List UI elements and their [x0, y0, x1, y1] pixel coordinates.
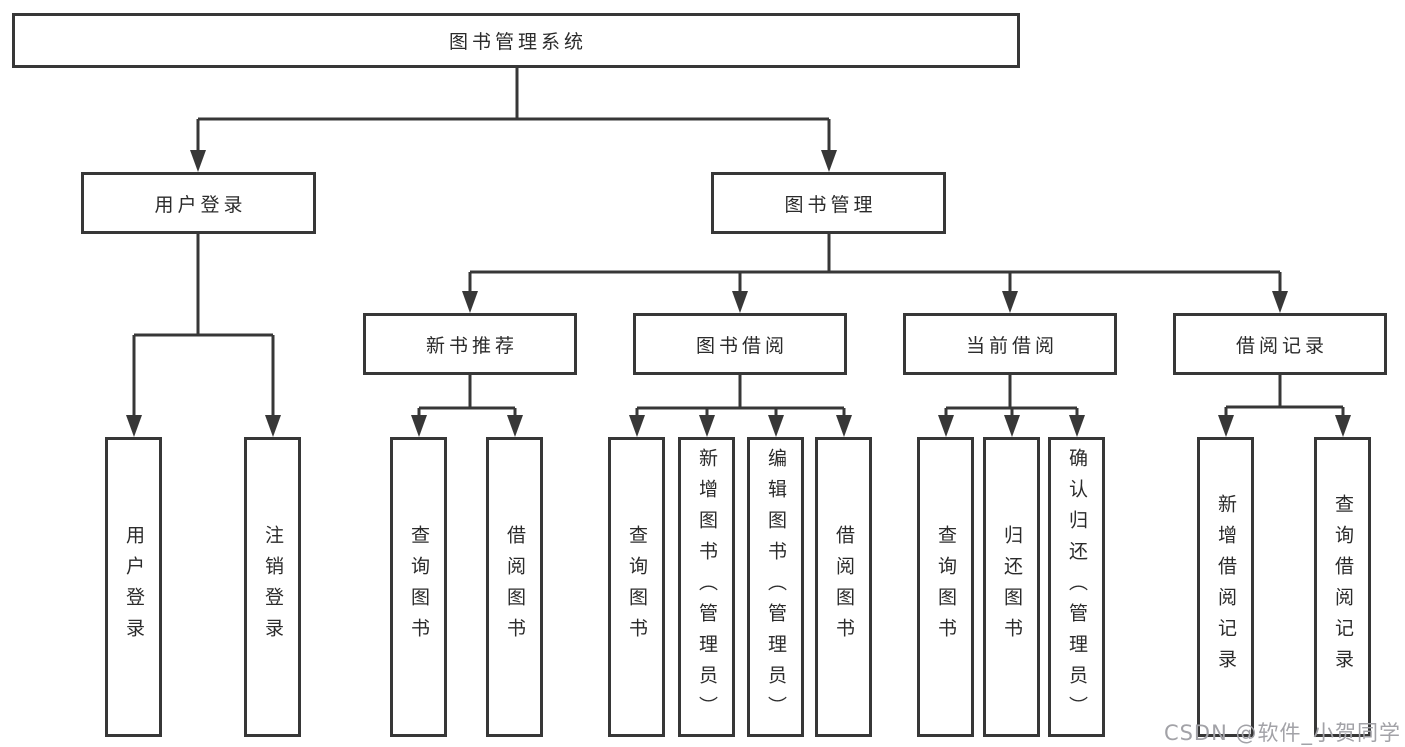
leaf-user-login: 用户登录	[105, 437, 162, 737]
leaf-borrow-books-borrowing: 借阅图书	[815, 437, 872, 737]
leaf-borrow-books-borrowing-label: 借阅图书	[833, 525, 855, 649]
leaf-borrow-books-recommend: 借阅图书	[486, 437, 543, 737]
node-book-management: 图书管理	[711, 172, 946, 234]
connector-newbook-to-leaves	[417, 375, 517, 419]
leaf-query-books-current: 查询图书	[917, 437, 974, 737]
leaf-query-borrow-record-label: 查询借阅记录	[1332, 494, 1354, 680]
node-user-login-label: 用户登录	[154, 193, 247, 216]
node-current-borrowing-label: 当前借阅	[965, 334, 1058, 357]
node-new-book-recommend: 新书推荐	[363, 313, 577, 375]
leaf-query-books-recommend-label: 查询图书	[408, 525, 430, 649]
leaf-confirm-return-admin-label: 确认归还（管理员）	[1066, 447, 1088, 727]
csdn-watermark: CSDN @软件_小贺同学	[1163, 721, 1401, 745]
node-book-borrowing-label: 图书借阅	[695, 334, 788, 357]
leaf-edit-book-admin: 编辑图书（管理员）	[747, 437, 804, 737]
connector-root-to-level2	[196, 68, 831, 154]
connector-records-to-leaves	[1224, 375, 1345, 419]
leaf-logout: 注销登录	[244, 437, 301, 737]
connector-bookmgmt-to-level3	[468, 234, 1282, 295]
leaf-query-books-borrowing-label: 查询图书	[626, 525, 648, 649]
node-root: 图书管理系统	[12, 13, 1020, 68]
leaf-add-book-admin-label: 新增图书（管理员）	[696, 447, 718, 727]
leaf-return-books: 归还图书	[983, 437, 1040, 737]
connector-userlogin-to-leaves	[132, 234, 275, 419]
arrowheads	[126, 150, 1351, 437]
leaf-borrow-books-recommend-label: 借阅图书	[504, 525, 526, 649]
node-root-label: 图书管理系统	[448, 31, 587, 53]
node-user-login: 用户登录	[81, 172, 316, 234]
node-borrowing-records: 借阅记录	[1173, 313, 1387, 375]
leaf-query-borrow-record: 查询借阅记录	[1314, 437, 1371, 737]
leaf-edit-book-admin-label: 编辑图书（管理员）	[765, 447, 787, 727]
connector-currentborrow-to-leaves	[944, 375, 1079, 419]
leaf-add-borrow-record-label: 新增借阅记录	[1215, 494, 1237, 680]
leaf-query-books-current-label: 查询图书	[935, 525, 957, 649]
connector-bookborrow-to-leaves	[635, 375, 846, 419]
leaf-query-books-recommend: 查询图书	[390, 437, 447, 737]
leaf-add-book-admin: 新增图书（管理员）	[678, 437, 735, 737]
node-current-borrowing: 当前借阅	[903, 313, 1117, 375]
leaf-user-login-label: 用户登录	[123, 525, 145, 649]
node-book-management-label: 图书管理	[784, 193, 877, 216]
leaf-query-books-borrowing: 查询图书	[608, 437, 665, 737]
node-book-borrowing: 图书借阅	[633, 313, 847, 375]
leaf-logout-label: 注销登录	[262, 525, 284, 649]
leaf-confirm-return-admin: 确认归还（管理员）	[1048, 437, 1105, 737]
node-borrowing-records-label: 借阅记录	[1235, 334, 1328, 357]
leaf-add-borrow-record: 新增借阅记录	[1197, 437, 1254, 737]
leaf-return-books-label: 归还图书	[1001, 525, 1023, 649]
node-new-book-recommend-label: 新书推荐	[425, 334, 518, 357]
